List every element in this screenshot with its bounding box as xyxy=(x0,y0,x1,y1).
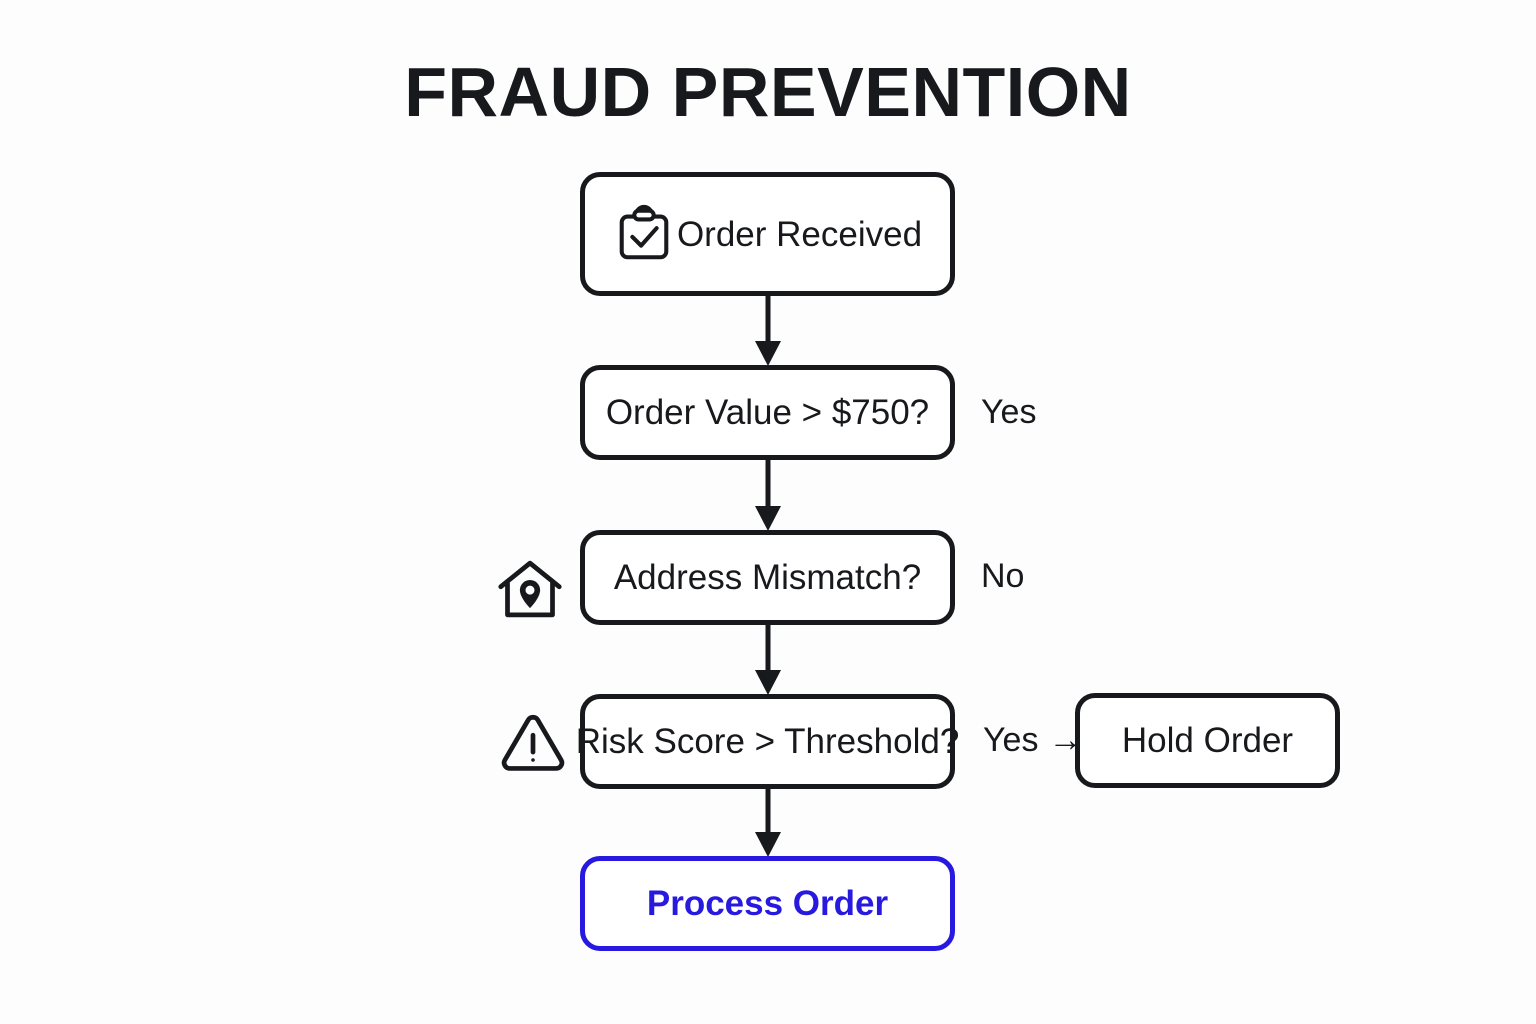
warning-triangle-icon xyxy=(497,706,569,778)
flow-node-hold-order[interactable]: Hold Order xyxy=(1075,693,1340,788)
flow-node-address-mismatch[interactable]: Address Mismatch? xyxy=(580,530,955,625)
page-title: FRAUD PREVENTION xyxy=(404,53,1132,131)
flow-node-process-order[interactable]: Process Order xyxy=(580,856,955,951)
edge-label-text: Yes xyxy=(981,393,1037,431)
connector-order-value-to-address xyxy=(747,458,789,533)
node-content: Order Received xyxy=(613,203,922,265)
edge-label-text: Yes xyxy=(983,721,1039,759)
flow-node-order-received[interactable]: Order Received xyxy=(580,172,955,296)
flow-node-label: Risk Score > Threshold? xyxy=(575,722,960,761)
clipboard-check-icon xyxy=(613,203,675,265)
connector-address-to-risk-score xyxy=(747,623,789,697)
flow-node-label: Order Value > $750? xyxy=(605,393,930,432)
home-location-pin-icon xyxy=(494,553,566,625)
connector-risk-score-to-process-order xyxy=(747,787,789,859)
flow-node-label: Process Order xyxy=(646,884,889,923)
edge-label-risk-score-yes: Yes → xyxy=(983,723,1082,757)
flow-node-label: Hold Order xyxy=(1121,721,1294,760)
connector-order-received-to-order-value xyxy=(747,294,789,368)
flow-node-risk-score[interactable]: Risk Score > Threshold? xyxy=(576,694,959,789)
flow-node-label: Order Received xyxy=(676,214,923,254)
edge-label-text: No xyxy=(981,557,1025,595)
edge-label-address-mismatch-no: No xyxy=(981,559,1024,593)
flow-node-order-value[interactable]: Order Value > $750? xyxy=(580,365,955,460)
flow-node-label: Address Mismatch? xyxy=(613,558,922,597)
edge-label-order-value-yes: Yes xyxy=(981,395,1036,429)
